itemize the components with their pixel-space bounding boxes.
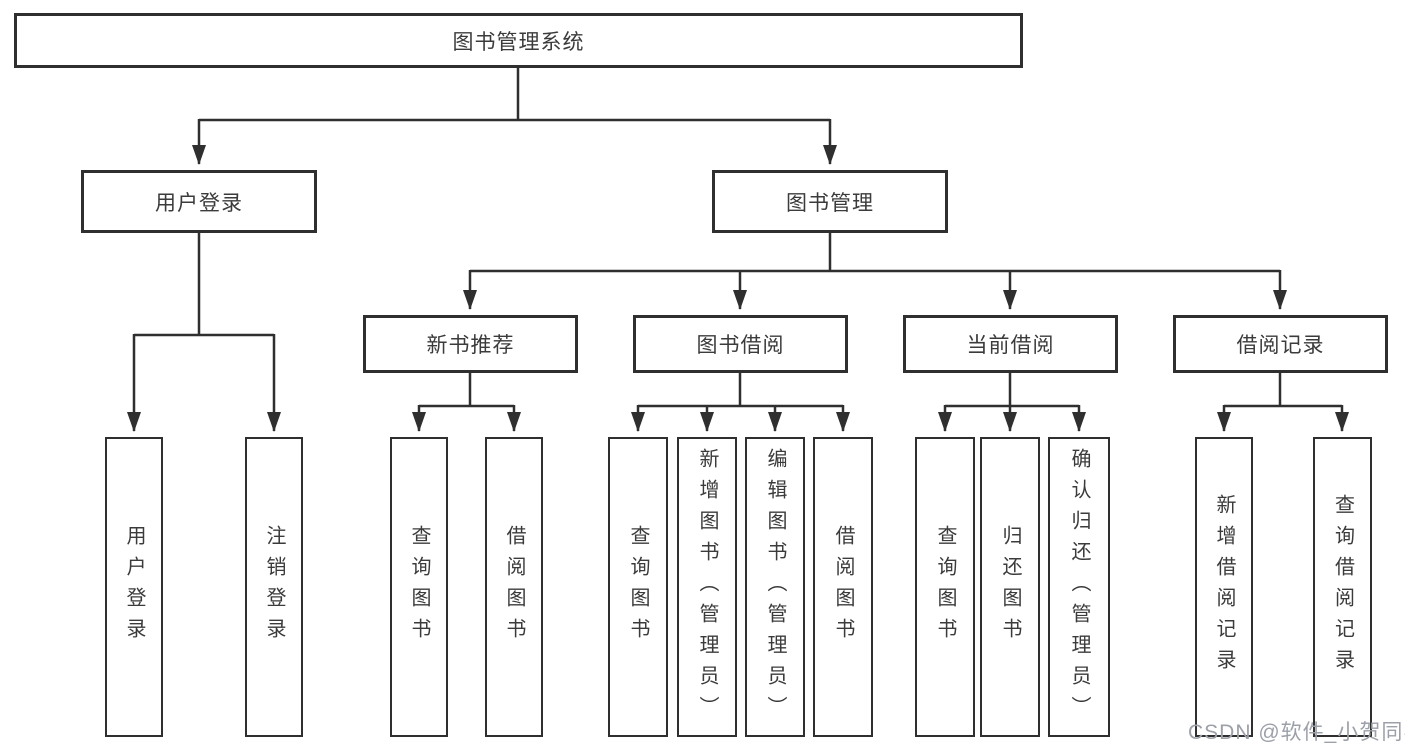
leaf-label: 查询图书	[408, 525, 430, 649]
leaf-borrow-book: 借阅图书	[813, 437, 873, 737]
leaf-edit-book-admin: 编辑图书（管理员）	[745, 437, 805, 737]
leaf-add-book-admin: 新增图书（管理员）	[677, 437, 737, 737]
leaf-label: 确认归还（管理员）	[1068, 447, 1090, 727]
leaf-logout: 注销登录	[245, 437, 303, 737]
node-book-management: 图书管理	[712, 170, 948, 233]
leaf-label: 借阅图书	[503, 525, 525, 649]
leaf-label: 归还图书	[999, 525, 1021, 649]
leaf-label: 用户登录	[123, 525, 145, 649]
node-current-borrow: 当前借阅	[903, 315, 1118, 373]
leaf-label: 新增借阅记录	[1213, 494, 1235, 680]
leaf-label: 查询图书	[934, 525, 956, 649]
node-borrow-records: 借阅记录	[1173, 315, 1388, 373]
leaf-query-books-current: 查询图书	[915, 437, 975, 737]
leaf-query-borrow-record: 查询借阅记录	[1313, 437, 1372, 737]
leaf-label: 注销登录	[263, 525, 285, 649]
node-root-system: 图书管理系统	[14, 13, 1023, 68]
leaf-return-book: 归还图书	[980, 437, 1040, 737]
leaf-label: 查询借阅记录	[1331, 494, 1354, 680]
leaf-label: 新增图书（管理员）	[696, 447, 718, 727]
node-new-book-recommend: 新书推荐	[363, 315, 578, 373]
leaf-user-login: 用户登录	[105, 437, 163, 737]
leaf-label: 借阅图书	[832, 525, 854, 649]
leaf-query-books-recommend: 查询图书	[390, 437, 448, 737]
csdn-watermark: CSDN @软件_小贺同学	[1188, 721, 1405, 744]
leaf-add-borrow-record: 新增借阅记录	[1195, 437, 1253, 737]
leaf-borrow-books-recommend: 借阅图书	[485, 437, 543, 737]
node-user-login: 用户登录	[81, 170, 317, 233]
leaf-query-books-borrow: 查询图书	[608, 437, 668, 737]
leaf-confirm-return-admin: 确认归还（管理员）	[1048, 437, 1110, 737]
node-book-borrow: 图书借阅	[633, 315, 848, 373]
leaf-label: 编辑图书（管理员）	[764, 447, 786, 727]
leaf-label: 查询图书	[627, 525, 649, 649]
